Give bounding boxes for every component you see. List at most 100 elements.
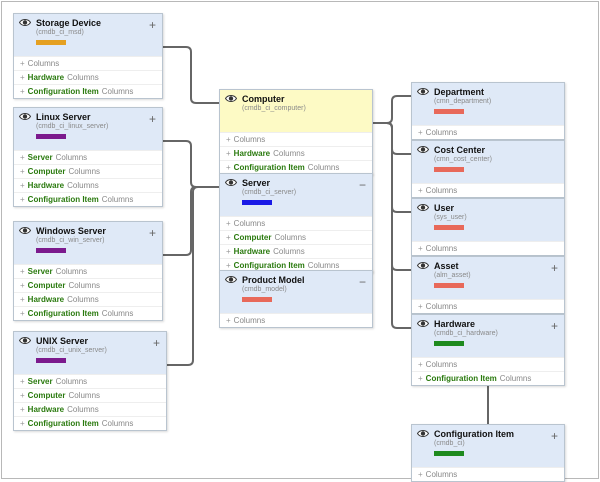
- expand-icon[interactable]: +: [550, 261, 558, 275]
- node-hardware[interactable]: Hardware(cmdb_ci_hardware)++Columns+Conf…: [411, 314, 565, 386]
- eye-icon[interactable]: [19, 18, 31, 27]
- plus-icon[interactable]: +: [418, 470, 423, 479]
- relation-name[interactable]: Server: [27, 153, 53, 162]
- plus-icon[interactable]: +: [20, 309, 25, 318]
- plus-icon[interactable]: +: [20, 419, 25, 428]
- plus-icon[interactable]: +: [226, 247, 231, 256]
- plus-icon[interactable]: +: [20, 281, 25, 290]
- collapse-icon[interactable]: −: [358, 275, 366, 289]
- expand-icon[interactable]: +: [152, 336, 160, 350]
- eye-icon[interactable]: [225, 178, 237, 187]
- node-configuration-item[interactable]: Configuration Item(cmdb_ci)++Columns: [411, 424, 565, 482]
- relation-name[interactable]: Computer: [27, 391, 66, 400]
- plus-icon[interactable]: +: [418, 302, 423, 311]
- plus-icon[interactable]: +: [418, 360, 423, 369]
- eye-icon[interactable]: [19, 226, 31, 235]
- node-row[interactable]: +Columns: [412, 299, 564, 313]
- relation-name[interactable]: Computer: [27, 281, 66, 290]
- plus-icon[interactable]: +: [20, 153, 25, 162]
- plus-icon[interactable]: +: [20, 73, 25, 82]
- plus-icon[interactable]: +: [226, 135, 231, 144]
- node-storage-device[interactable]: Storage Device(cmdb_ci_msd)++Columns+Har…: [13, 13, 163, 99]
- eye-icon[interactable]: [417, 319, 429, 328]
- eye-icon[interactable]: [417, 429, 429, 438]
- relation-name[interactable]: Server: [27, 267, 53, 276]
- eye-icon[interactable]: [19, 112, 31, 121]
- relation-name[interactable]: Computer: [27, 167, 66, 176]
- node-row[interactable]: +Columns: [220, 132, 372, 146]
- plus-icon[interactable]: +: [20, 59, 25, 68]
- plus-icon[interactable]: +: [226, 149, 231, 158]
- relation-name[interactable]: Configuration Item: [233, 163, 305, 172]
- relation-name[interactable]: Configuration Item: [27, 195, 99, 204]
- node-row[interactable]: +Columns: [412, 241, 564, 255]
- relation-name[interactable]: Hardware: [27, 295, 65, 304]
- node-product-model[interactable]: Product Model(cmdb_model)−+Columns: [219, 270, 373, 328]
- expand-icon[interactable]: +: [550, 319, 558, 333]
- node-asset[interactable]: Asset(alm_asset)++Columns: [411, 256, 565, 314]
- plus-icon[interactable]: +: [418, 244, 423, 253]
- relation-name[interactable]: Computer: [233, 233, 272, 242]
- node-linux-server[interactable]: Linux Server(cmdb_ci_linux_server)++Serv…: [13, 107, 163, 207]
- node-server[interactable]: Server(cmdb_ci_server)−+Columns+Computer…: [219, 173, 373, 273]
- plus-icon[interactable]: +: [20, 167, 25, 176]
- node-cost-center[interactable]: Cost Center(cmn_cost_center)+Columns: [411, 140, 565, 198]
- plus-icon[interactable]: +: [226, 233, 231, 242]
- relation-name[interactable]: Configuration Item: [233, 261, 305, 270]
- eye-icon[interactable]: [417, 261, 429, 270]
- relation-name[interactable]: Configuration Item: [425, 374, 497, 383]
- node-unix-server[interactable]: UNIX Server(cmdb_ci_unix_server)++Server…: [13, 331, 167, 431]
- relation-name[interactable]: Configuration Item: [27, 87, 99, 96]
- relation-name[interactable]: Hardware: [233, 149, 271, 158]
- relation-name[interactable]: Hardware: [27, 181, 65, 190]
- expand-icon[interactable]: +: [550, 429, 558, 443]
- node-row[interactable]: +Columns: [412, 357, 564, 371]
- node-row[interactable]: +Columns: [412, 467, 564, 481]
- plus-icon[interactable]: +: [418, 186, 423, 195]
- plus-icon[interactable]: +: [20, 377, 25, 386]
- eye-icon[interactable]: [19, 336, 31, 345]
- plus-icon[interactable]: +: [20, 181, 25, 190]
- relation-name[interactable]: Hardware: [27, 405, 65, 414]
- plus-icon[interactable]: +: [20, 195, 25, 204]
- node-row[interactable]: +Columns: [14, 56, 162, 70]
- node-row[interactable]: +Columns: [220, 216, 372, 230]
- node-computer[interactable]: Computer(cmdb_ci_computer)+Columns+Hardw…: [219, 89, 373, 175]
- relation-name[interactable]: Hardware: [233, 247, 271, 256]
- expand-icon[interactable]: +: [148, 226, 156, 240]
- plus-icon[interactable]: +: [20, 295, 25, 304]
- plus-icon[interactable]: +: [226, 261, 231, 270]
- collapse-icon[interactable]: −: [358, 178, 366, 192]
- plus-icon[interactable]: +: [418, 374, 423, 383]
- node-user[interactable]: User(sys_user)+Columns: [411, 198, 565, 256]
- relation-name[interactable]: Configuration Item: [27, 309, 99, 318]
- eye-icon[interactable]: [225, 94, 237, 103]
- relation-name[interactable]: Configuration Item: [27, 419, 99, 428]
- plus-icon[interactable]: +: [20, 405, 25, 414]
- plus-icon[interactable]: +: [20, 391, 25, 400]
- plus-icon[interactable]: +: [226, 316, 231, 325]
- expand-icon[interactable]: +: [148, 112, 156, 126]
- eye-icon[interactable]: [225, 275, 237, 284]
- eye-icon[interactable]: [417, 145, 429, 154]
- expand-icon[interactable]: +: [148, 18, 156, 32]
- plus-icon[interactable]: +: [418, 128, 423, 137]
